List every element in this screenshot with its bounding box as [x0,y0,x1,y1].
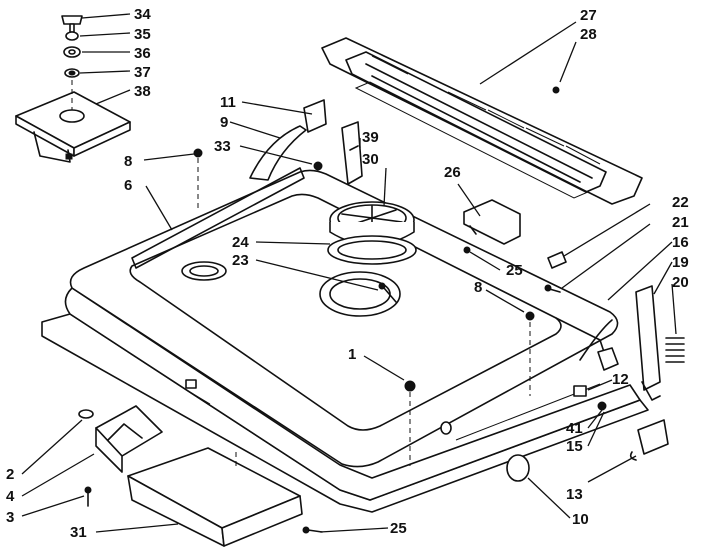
callout-8-upper: 8 [124,153,132,170]
callout-8-lower: 8 [474,279,482,296]
callout-22: 22 [672,194,689,211]
callout-3: 3 [6,509,14,526]
rear-vent-trim [321,37,643,205]
callout-28: 28 [580,26,597,43]
callout-30: 30 [362,151,379,168]
small-fasteners [404,86,560,482]
callout-33: 33 [214,138,231,155]
callout-37: 37 [134,64,151,81]
callout-39: 39 [362,129,379,146]
callout-21: 21 [672,214,689,231]
heat-shield [127,447,323,547]
switch-assembly [15,15,131,163]
callout-2: 2 [6,466,14,483]
callout-16: 16 [672,234,689,251]
left-rear-brackets [193,99,363,212]
right-side-parts [463,199,685,461]
callout-19: 19 [672,254,689,271]
center-burner [327,201,417,303]
callout-6: 6 [124,177,132,194]
callout-41: 41 [566,420,583,437]
front-left-bracket [78,405,163,507]
callout-20: 20 [672,274,689,291]
callout-35: 35 [134,26,151,43]
callout-25-bottom: 25 [390,520,407,537]
callout-24: 24 [232,234,249,251]
callout-31: 31 [70,524,87,541]
leader-lines [21,13,677,533]
callout-10: 10 [572,511,589,528]
callout-4: 4 [6,488,15,505]
callout-23: 23 [232,252,249,269]
callout-1: 1 [348,346,356,363]
callout-13: 13 [566,486,583,503]
callout-34: 34 [134,6,151,23]
callout-9: 9 [220,114,228,131]
callout-numbers: 34 35 36 37 38 27 28 11 9 39 33 30 8 6 2… [6,6,689,541]
callout-36: 36 [134,45,151,62]
callout-15: 15 [566,438,583,455]
callout-38: 38 [134,83,151,100]
callout-27: 27 [580,7,597,24]
callout-12: 12 [612,371,629,388]
callout-11: 11 [220,94,236,111]
callout-25-right: 25 [506,262,523,279]
callout-26: 26 [444,164,461,181]
